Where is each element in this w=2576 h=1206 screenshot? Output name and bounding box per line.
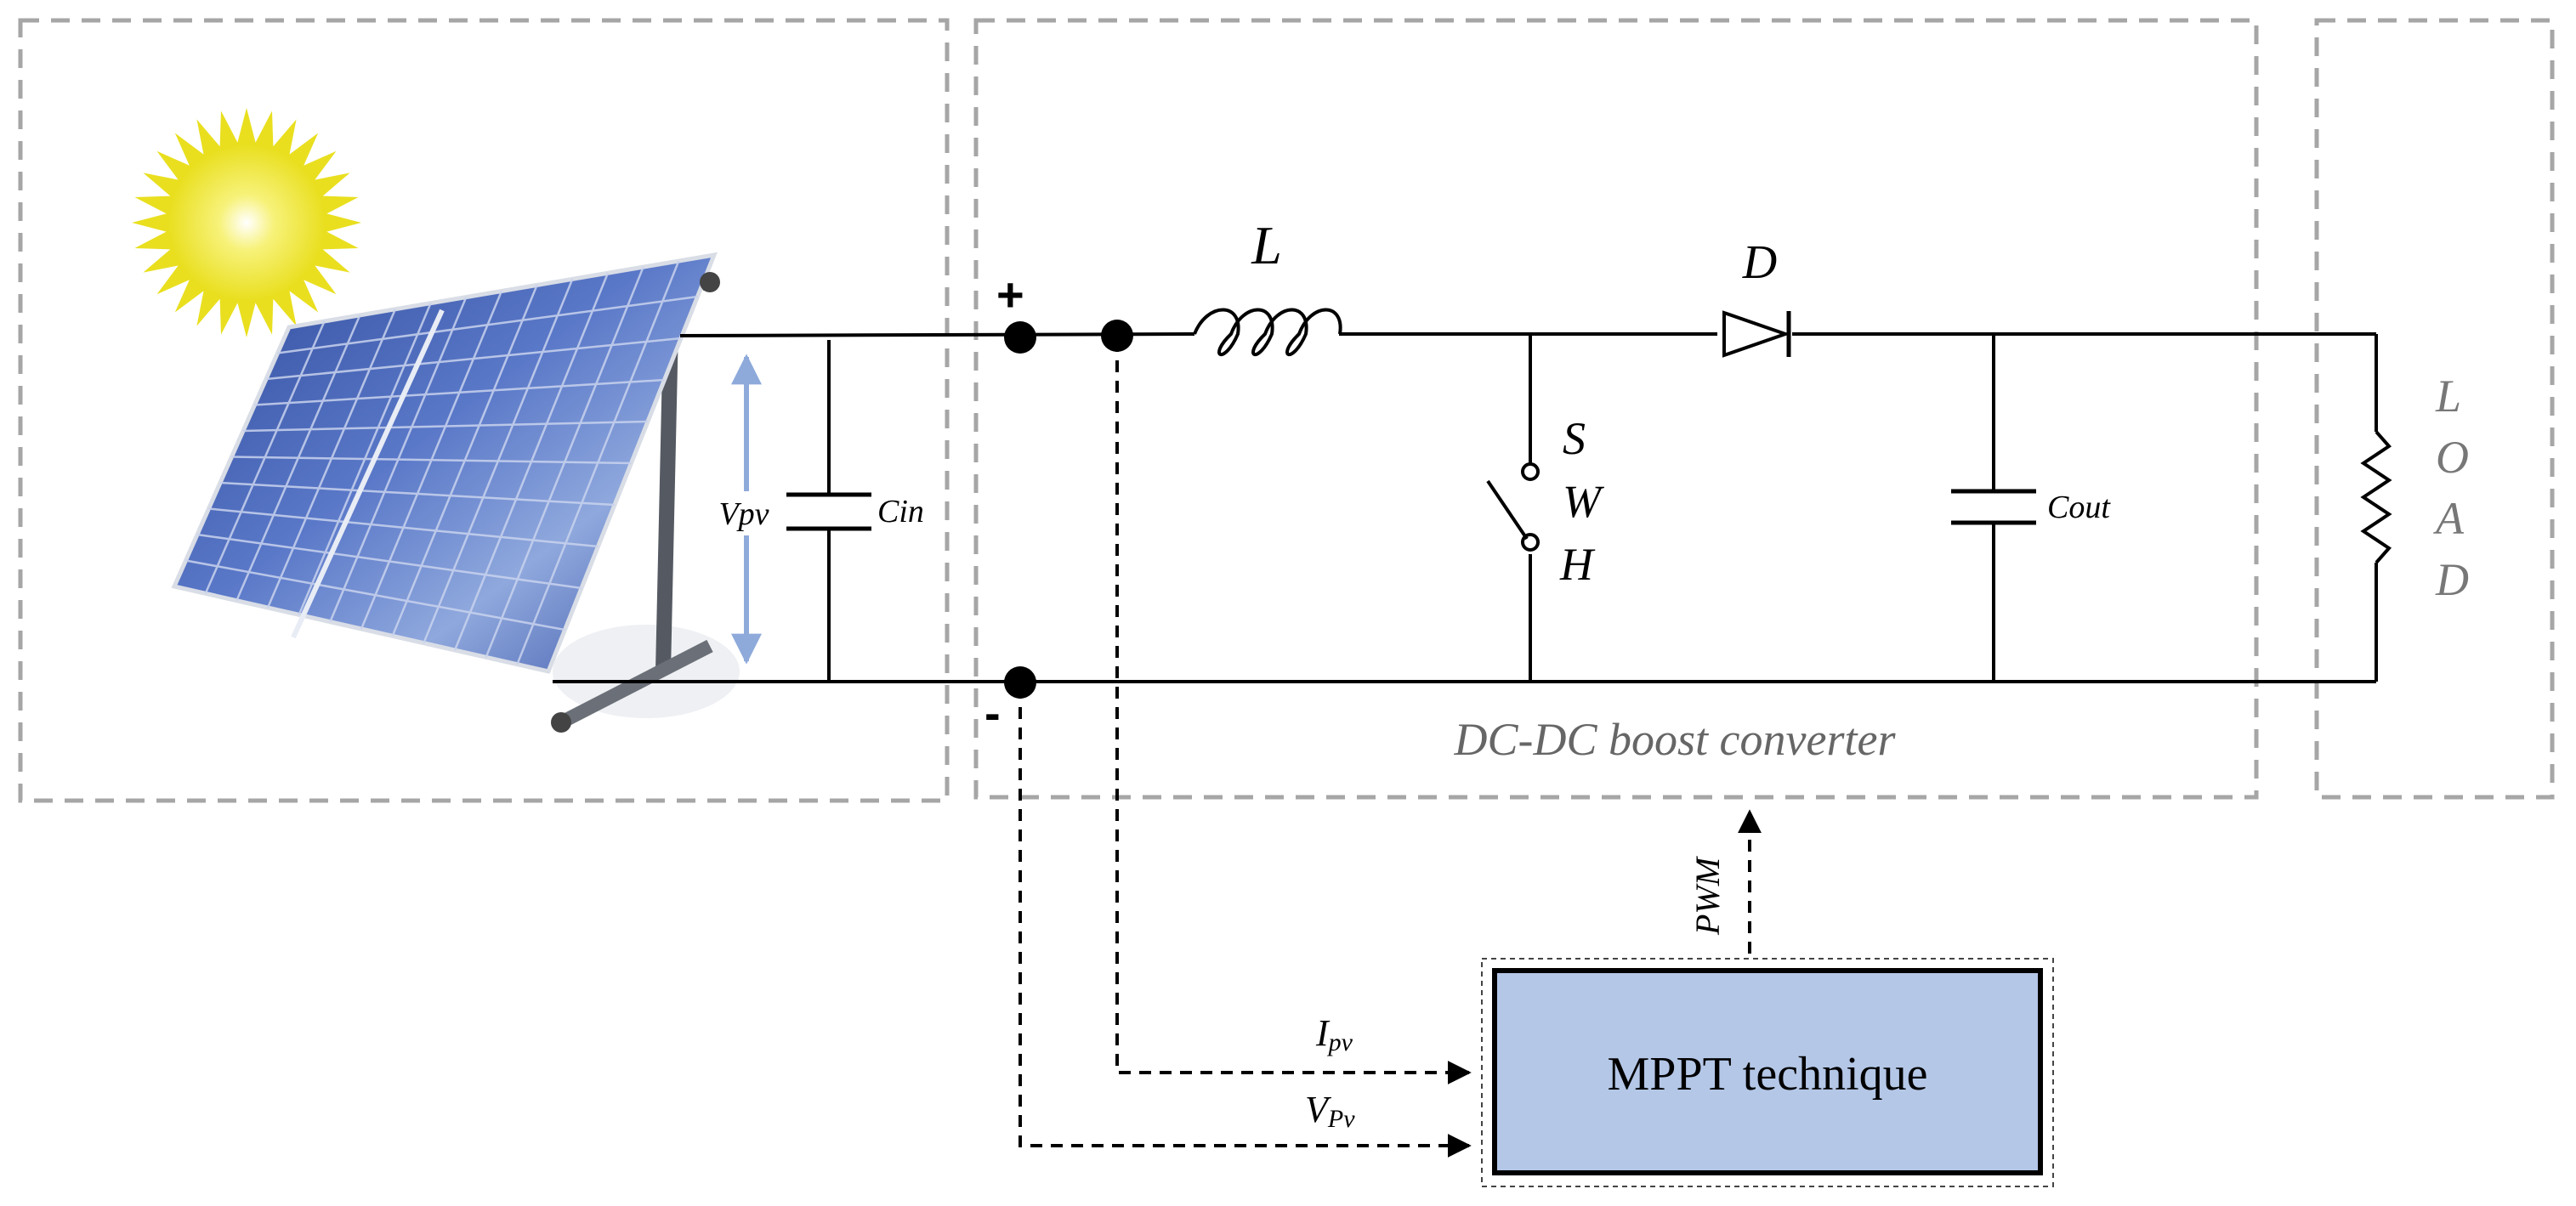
load-letter-l: L (2435, 371, 2461, 422)
cout-capacitor (1951, 489, 2036, 525)
inductor (1193, 308, 1342, 357)
pv-source-box (18, 18, 950, 803)
load-letter-d: D (2435, 554, 2469, 605)
current-sense-node (1101, 320, 1133, 352)
solar-panel-icon (171, 252, 740, 733)
load-letter-a: A (2433, 493, 2465, 544)
converter-box (973, 18, 2259, 800)
cout-label: Cout (2047, 490, 2111, 525)
negative-terminal (1004, 666, 1036, 699)
mppt-label: MPPT technique (1608, 1048, 1928, 1101)
signal-lines (1018, 340, 1762, 1158)
cin-label: Cin (877, 494, 924, 529)
diode-label: D (1742, 236, 1777, 289)
load-box (2314, 18, 2555, 800)
positive-terminal (1004, 321, 1036, 354)
mppt-block (1492, 968, 2043, 1175)
cin-capacitor (786, 492, 871, 531)
pwm-label: PWM (1688, 855, 1727, 936)
vpv-arrow-label: Vpv (718, 496, 769, 532)
plus-sign: + (996, 268, 1024, 321)
sun-icon (132, 108, 361, 337)
switch-label-h: H (1559, 539, 1596, 590)
switch-label-w: W (1563, 476, 1605, 527)
switch (1486, 462, 1540, 552)
ipv-label: Ipv (1315, 1012, 1353, 1056)
converter-caption: DC-DC boost converter (1454, 714, 1897, 765)
load-resistor (2360, 430, 2392, 564)
mppt-block-outline (1481, 958, 2054, 1187)
switch-label-s: S (1563, 413, 1586, 464)
vpv-signal-label: VPv (1305, 1089, 1355, 1133)
circuit-wires (553, 332, 2378, 683)
diode (1722, 310, 1791, 358)
inductor-label: L (1251, 215, 1282, 275)
minus-sign: - (984, 686, 1001, 739)
load-letter-o: O (2436, 432, 2469, 483)
